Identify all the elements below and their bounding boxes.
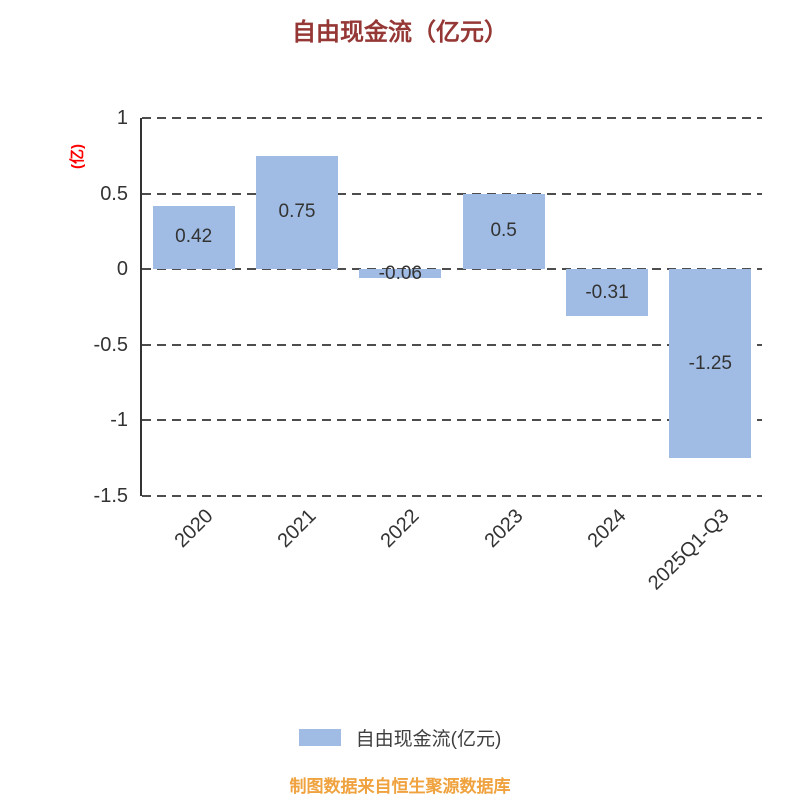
- x-tick-label: 2023: [480, 505, 528, 553]
- gridline: [142, 419, 762, 422]
- y-tick-label: -1: [110, 409, 128, 432]
- x-tick-label: 2022: [376, 505, 424, 553]
- y-axis-unit: (亿): [56, 130, 96, 182]
- x-tick-label: 2021: [273, 505, 321, 553]
- x-tick-label: 2025Q1-Q3: [644, 505, 734, 595]
- bar-value-label: -0.31: [585, 281, 629, 303]
- bar-2020: 0.42: [152, 205, 235, 270]
- gridline: [142, 117, 762, 119]
- chart-title: 自由现金流（亿元）: [292, 19, 508, 46]
- gridline: [142, 495, 762, 497]
- legend-swatch: [298, 729, 341, 746]
- bar-2021: 0.75: [256, 155, 338, 270]
- footer-note: 制图数据来自恒生聚源数据库: [289, 777, 511, 796]
- y-tick-label: 1: [116, 107, 128, 129]
- bar-value-label: 0.5: [490, 220, 517, 242]
- bar-value-label: -1.25: [688, 352, 732, 374]
- bar-value-label: 0.75: [278, 201, 316, 223]
- y-tick-label: -0.5: [93, 333, 128, 356]
- bar-2024: -0.31: [566, 269, 648, 317]
- y-tick-label: 0.5: [100, 182, 128, 205]
- bar-2023: 0.5: [462, 193, 545, 270]
- y-tick-label: -1.5: [93, 485, 128, 507]
- y-tick-label: 0: [116, 258, 128, 281]
- legend-label: 自由现金流(亿元): [355, 729, 502, 750]
- x-tick-label: 2020: [170, 505, 218, 553]
- bar-2022: -0.06: [359, 263, 442, 284]
- gridline: [142, 268, 762, 271]
- y-axis-unit-text: (亿): [68, 143, 86, 169]
- x-tick-label: 2024: [583, 505, 631, 553]
- legend: 自由现金流(亿元): [0, 724, 800, 751]
- bar-value-label: 0.42: [175, 226, 213, 248]
- gridline: [142, 192, 762, 195]
- bar-2025Q1-Q3: -1.25: [669, 269, 752, 459]
- plot-area: 0.42 0.75 -0.06 0.5 -0.31 -1.25: [140, 117, 762, 497]
- gridline: [142, 343, 762, 346]
- bar-value-label: -0.06: [378, 262, 422, 284]
